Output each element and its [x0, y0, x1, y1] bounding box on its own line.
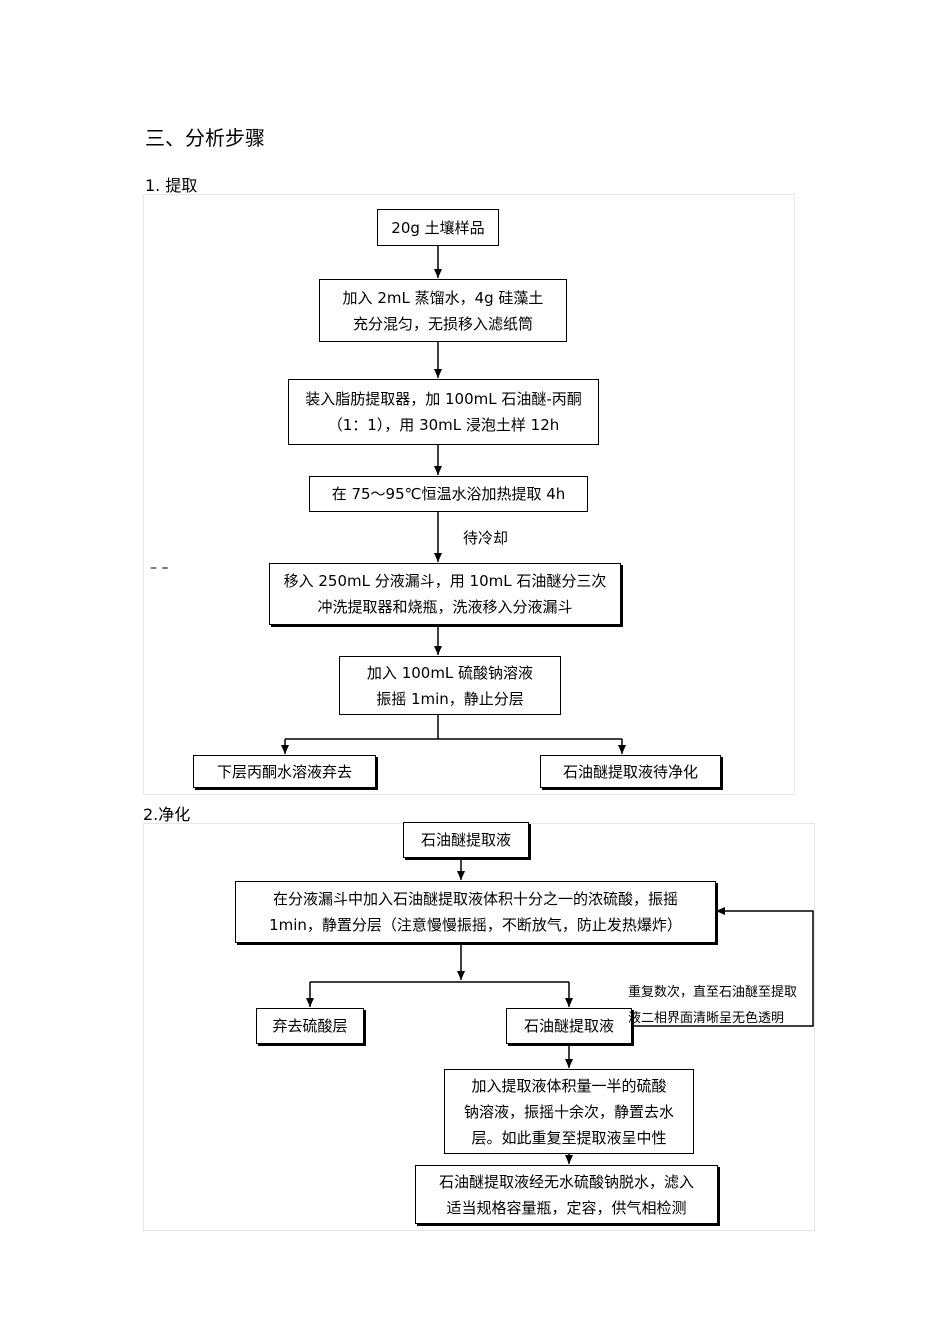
step-discard-acetone-layer: 下层丙酮水溶液弃去 [193, 755, 376, 788]
step-discard-acid-layer: 弃去硫酸层 [256, 1008, 364, 1044]
step-separatory-funnel: 移入 250mL 分液漏斗，用 10mL 石油醚分三次 冲洗提取器和烧瓶，洗液移… [269, 563, 621, 625]
step-add-sulfuric-acid: 在分液漏斗中加入石油醚提取液体积十分之一的浓硫酸，振摇 1min，静置分层（注意… [235, 881, 716, 943]
step-add-water-diatomite: 加入 2mL 蒸馏水，4g 硅藻土 充分混匀，无损移入滤纸筒 [319, 279, 567, 342]
step-add-sodium-sulfate: 加入 100mL 硫酸钠溶液 振摇 1min，静止分层 [339, 656, 561, 715]
loop-note: 重复数次，直至石油醚至提取 液二相界面清晰呈无色透明 [628, 985, 798, 1026]
step-petroleum-ether-extract: 石油醚提取液 [403, 822, 529, 858]
loop-back-arrow [633, 907, 814, 1027]
step-wash-with-sodium-sulfate: 加入提取液体积量一半的硫酸 钠溶液，振摇十余次，静置去水 层。如此重复至提取液呈… [444, 1069, 694, 1154]
page-heading: 三、分析步骤 [145, 126, 265, 150]
step-soil-sample: 20g 土壤样品 [377, 209, 499, 246]
step-dehydrate-and-detect: 石油醚提取液经无水硫酸钠脱水，滤入 适当规格容量瓶，定容，供气相检测 [415, 1165, 718, 1224]
step-extract-to-purify: 石油醚提取液待净化 [540, 755, 721, 788]
section1-frame [143, 194, 795, 795]
section1-title: 1. 提取 [145, 176, 198, 195]
step-soxhlet-extractor: 装入脂肪提取器，加 100mL 石油醚-丙酮 （1：1），用 30mL 浸泡土样… [288, 379, 599, 445]
step-water-bath-extraction: 在 75～95℃恒温水浴加热提取 4h [309, 476, 588, 512]
margin-mark: – – [150, 560, 169, 576]
step-ether-extract-2: 石油醚提取液 [506, 1008, 632, 1044]
edge-label-cooling: 待冷却 [463, 529, 509, 547]
section2-title: 2.净化 [143, 805, 191, 824]
